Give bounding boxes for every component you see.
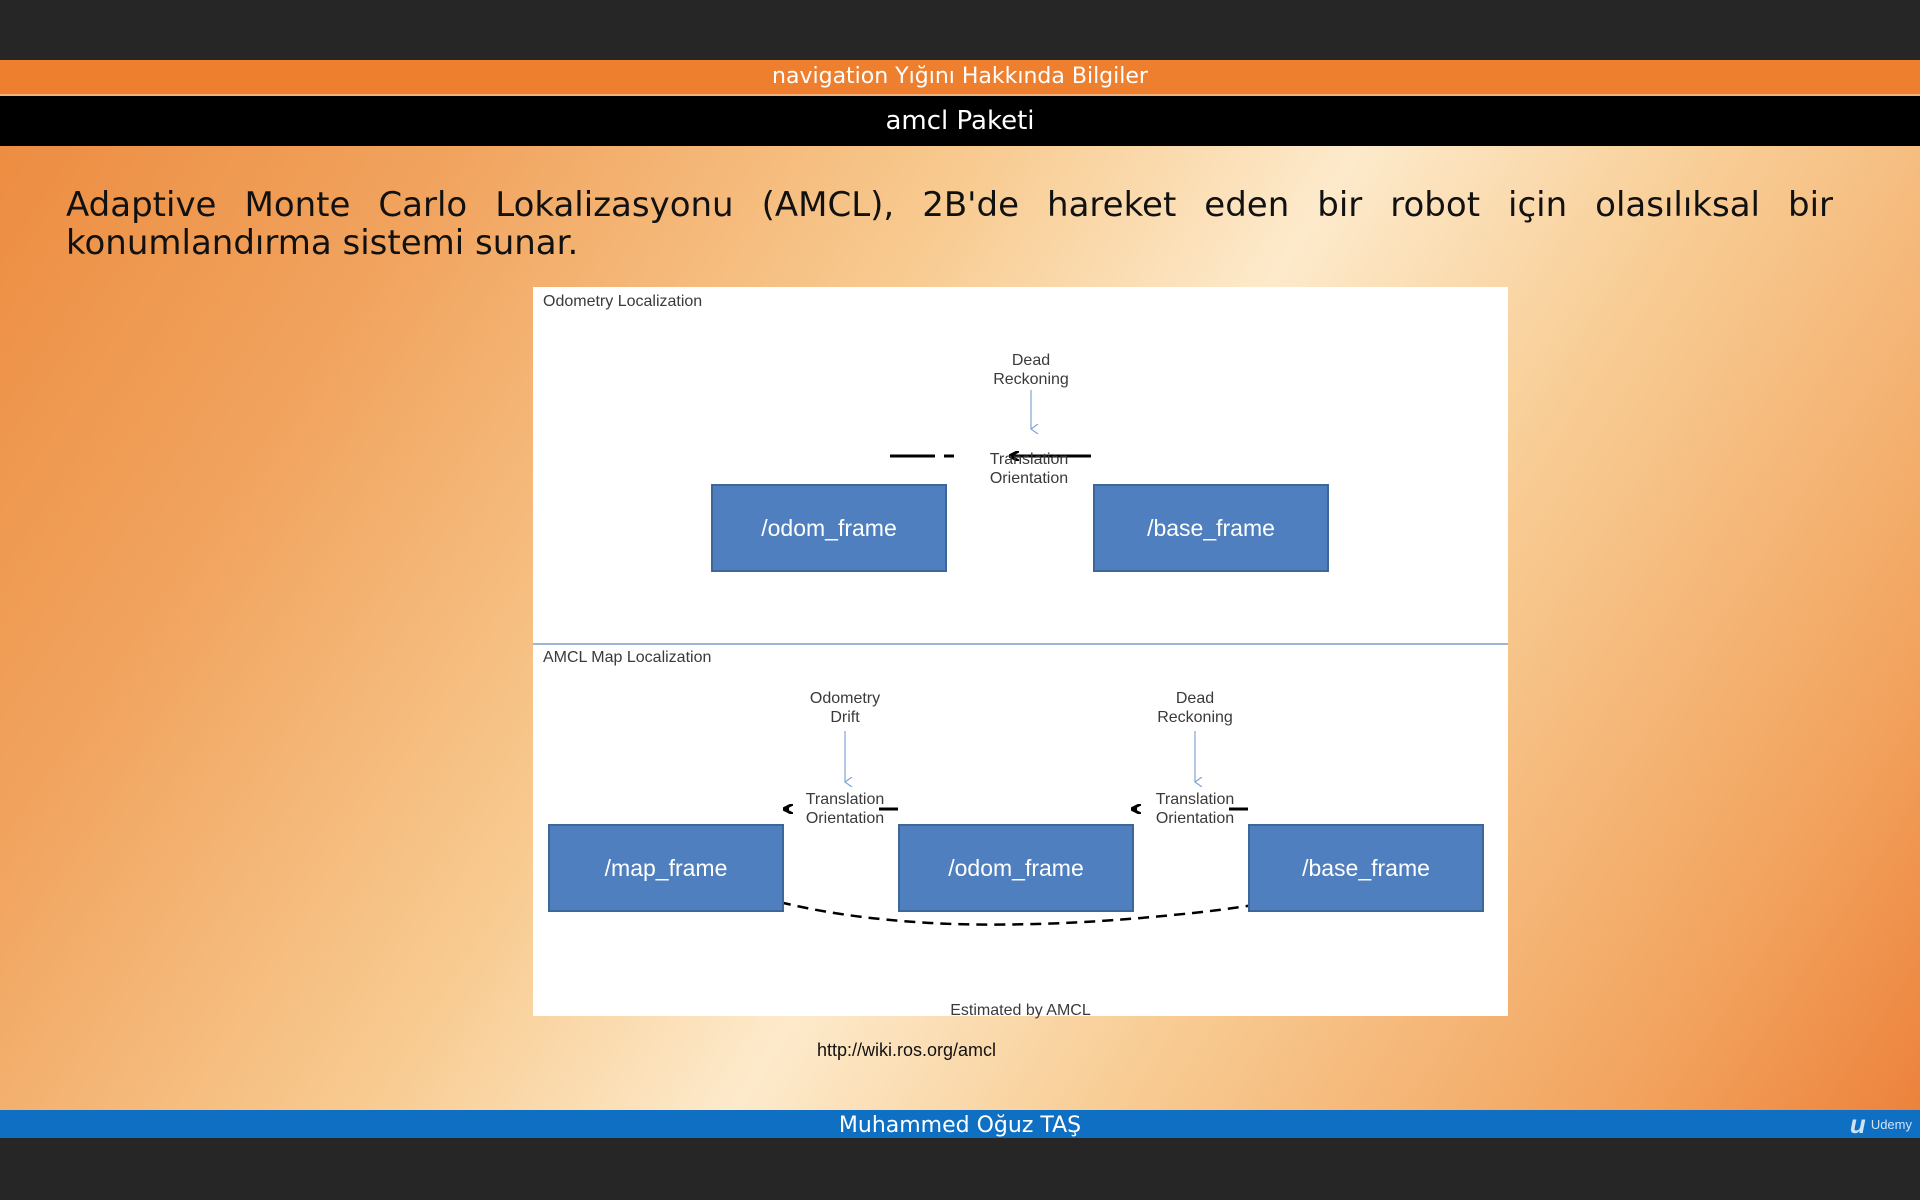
- intro-text: Adaptive Monte Carlo Lokalizasyonu (AMCL…: [66, 185, 1833, 263]
- map-frame-box: /map_frame: [548, 824, 784, 912]
- slide-top-bar: navigation Yığını Hakkında Bilgiler: [0, 60, 1920, 96]
- slide-title: amcl Paketi: [885, 106, 1035, 136]
- dead-reckoning-label-amcl: Dead Reckoning: [1145, 689, 1245, 727]
- localization-diagram: Odometry Localization /odom_frame /base_…: [533, 287, 1508, 1019]
- odometry-drift-label: Odometry Drift: [795, 689, 895, 727]
- map-edge-label-line2: Orientation: [805, 810, 885, 827]
- slide: navigation Yığını Hakkında Bilgiler amcl…: [0, 60, 1920, 1138]
- dead-reckoning-label: Dead Reckoning: [981, 351, 1081, 389]
- odom-frame-label-amcl: /odom_frame: [948, 854, 1084, 881]
- odom-edge-label-amcl-line1: Translation: [1155, 791, 1235, 808]
- odometry-section-label: Odometry Localization: [543, 293, 703, 310]
- map-edge-label-line1: Translation: [805, 791, 885, 808]
- base-frame-label-amcl: /base_frame: [1302, 854, 1430, 881]
- udemy-label: Udemy: [1870, 1116, 1912, 1132]
- odom-edge-label-amcl: Translation Orientation: [1145, 790, 1245, 828]
- slide-title-bar: amcl Paketi: [0, 96, 1920, 146]
- odom-edge-label-amcl-line2: Orientation: [1155, 810, 1235, 827]
- odom-edge-label: Translation Orientation: [979, 450, 1079, 488]
- base-frame-label: /base_frame: [1147, 514, 1275, 541]
- udemy-logo: u Udemy: [1850, 1110, 1912, 1138]
- dead-reckoning-amcl-line2: Reckoning: [1157, 709, 1233, 726]
- amcl-section-label: AMCL Map Localization: [543, 649, 712, 666]
- udemy-icon: u: [1849, 1109, 1866, 1138]
- odom-edge-label-line2: Orientation: [989, 470, 1069, 487]
- author-name: Muhammed Oğuz TAŞ: [838, 1113, 1082, 1138]
- section-title: navigation Yığını Hakkında Bilgiler: [772, 64, 1148, 89]
- dead-reckoning-line1: Dead: [1011, 352, 1051, 369]
- odometry-drift-line1: Odometry: [809, 690, 881, 707]
- estimated-by-amcl-label: Estimated by AMCL: [950, 1002, 1091, 1019]
- dead-reckoning-line2: Reckoning: [993, 371, 1069, 388]
- odom-frame-label: /odom_frame: [761, 514, 897, 541]
- odom-edge-label-line1: Translation: [989, 451, 1069, 468]
- map-edge-label: Translation Orientation: [795, 790, 895, 828]
- base-frame-box: /base_frame: [1093, 484, 1329, 572]
- map-frame-label: /map_frame: [604, 854, 728, 881]
- odometry-drift-line2: Drift: [830, 709, 860, 726]
- dead-reckoning-amcl-line1: Dead: [1175, 690, 1215, 707]
- source-link[interactable]: http://wiki.ros.org/amcl: [817, 1040, 997, 1060]
- section-divider: [533, 643, 1508, 645]
- odom-frame-box-amcl: /odom_frame: [898, 824, 1134, 912]
- odom-frame-box: /odom_frame: [711, 484, 947, 572]
- base-frame-box-amcl: /base_frame: [1248, 824, 1484, 912]
- slide-footer: Muhammed Oğuz TAŞ: [0, 1110, 1920, 1138]
